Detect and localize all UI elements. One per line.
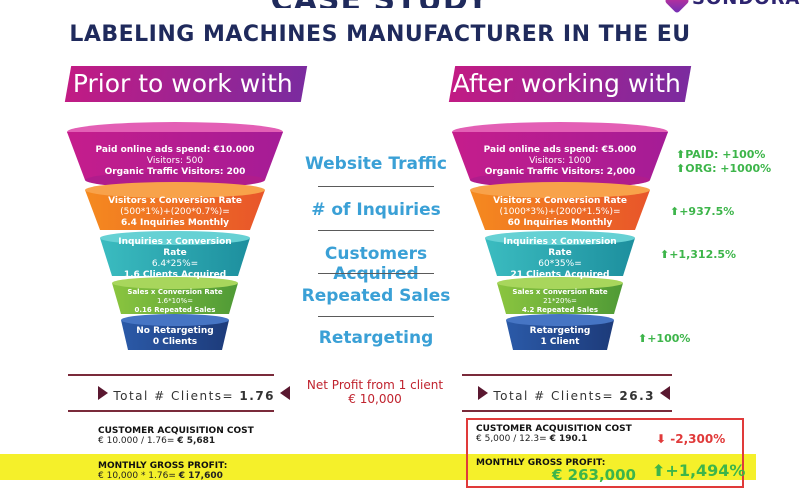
layer-title: Inquiries x Conversion Rate [118, 237, 232, 258]
layer-line: Visitors: 1000 [529, 155, 591, 166]
rule-left-top [68, 374, 274, 376]
gp-before-title: MONTHLY GROSS PROFIT: [98, 461, 228, 471]
cac-after-delta: ⬇ -2,300% [656, 432, 726, 446]
layer-title: Visitors x Conversion Rate [493, 195, 627, 206]
net-profit: Net Profit from 1 client € 10,000 [290, 378, 460, 406]
total-after-value: 26.3 [619, 389, 656, 403]
layer-line: 21 Clients Acquired [510, 270, 610, 280]
total-before: Total # Clients= 1.76 [98, 386, 291, 403]
delta-inquiries: ⬆+937.5% [670, 205, 735, 218]
cac-before-title: CUSTOMER ACQUISITION COST [98, 426, 254, 436]
triangle-right-icon [98, 386, 108, 400]
stage-website-traffic: Website Traffic [305, 154, 447, 174]
stage-inquiries: # of Inquiries [311, 200, 441, 220]
layer-line: 21*20%= [543, 296, 577, 305]
layer-line: Organic Traffic Visitors: 2,000 [484, 166, 636, 177]
cac-after-formula: € 5,000 / 12.3= € 190.1 [476, 434, 588, 444]
stage-repeated-sales: Repeated Sales [301, 286, 451, 306]
arrow-down-icon: ⬇ [656, 432, 667, 446]
cac-before-formula: € 10.000 / 1.76= € 5,681 [98, 436, 216, 446]
layer-title: Sales x Conversion Rate [512, 287, 608, 296]
arrow-up-icon: ⬆ [676, 148, 686, 161]
layer-line: (500*1%)+(200*0.7%)= [120, 206, 230, 217]
arrow-up-icon: ⬆ [652, 461, 666, 480]
total-after: Total # Clients= 26.3 [478, 386, 671, 403]
layer-line: 4.2 Repeated Sales [521, 305, 599, 314]
layer-title: No Retargeting [136, 326, 214, 336]
funnel-after-retarget: Retargeting 1 Client [513, 324, 607, 350]
gp-after-value: € 263,000 [552, 466, 636, 484]
layer-line: 1.6 Clients Acquired [123, 270, 227, 280]
gp-before-formula: € 10,000 * 1.76= € 17,600 [98, 471, 223, 481]
total-before-label: Total # Clients= [113, 389, 235, 403]
gross-profit-highlight [0, 454, 756, 480]
total-before-value: 1.76 [239, 389, 276, 403]
stage-customers: Customers Acquired [324, 244, 428, 284]
layer-title: Inquiries x Conversion Rate [503, 237, 617, 258]
stage-divider [318, 273, 434, 274]
gp-after: MONTHLY GROSS PROFIT: € 263,000 [476, 458, 636, 484]
layer-title: Paid online ads spend: €10.000 [95, 144, 255, 155]
cac-after-title: CUSTOMER ACQUISITION COST [476, 424, 632, 434]
layer-line: 0 Clients [152, 337, 198, 347]
triangle-left-icon [660, 386, 671, 400]
net-profit-label: Net Profit from 1 client [306, 378, 444, 392]
cac-before: CUSTOMER ACQUISITION COST € 10.000 / 1.7… [98, 426, 254, 446]
rule-right-top [462, 374, 672, 376]
arrow-up-icon: ⬆ [660, 248, 670, 261]
delta-clients: ⬆+1,312.5% [660, 248, 737, 261]
total-after-label: Total # Clients= [493, 389, 615, 403]
funnel-before-repeat: Sales x Conversion Rate 1.6*10%= 0.16 Re… [121, 286, 229, 316]
funnel-before-inquiries: Visitors x Conversion Rate (500*1%)+(200… [100, 194, 250, 230]
delta-org: ⬆ORG: +1000% [676, 162, 772, 175]
arrow-up-icon: ⬆ [670, 205, 680, 218]
layer-line: 60 Inquiries Monthly [507, 217, 613, 228]
gp-after-title: MONTHLY GROSS PROFIT: [476, 458, 606, 468]
layer-title: Retargeting [529, 326, 591, 336]
layer-title: Visitors x Conversion Rate [108, 195, 242, 206]
company-logo[interactable]: SONDORA [664, 0, 800, 16]
layer-line: 1 Client [540, 337, 580, 347]
layer-line: Visitors: 500 [146, 155, 204, 166]
layer-line: (1000*3%)+(2000*1.5%)= [499, 206, 621, 217]
funnel-before [67, 122, 283, 350]
stage-divider [318, 230, 434, 231]
funnel-after [452, 122, 668, 350]
stage-divider [318, 316, 434, 317]
funnel-before-clients: Inquiries x Conversion Rate 6.4*25%= 1.6… [112, 237, 238, 280]
net-profit-value: € 10,000 [348, 392, 402, 406]
funnel-after-repeat: Sales x Conversion Rate 21*20%= 4.2 Repe… [506, 286, 614, 316]
gp-after-delta: ⬆+1,494% [652, 461, 746, 480]
page-title: CASE STUDY [0, 0, 760, 8]
stage-divider [318, 186, 434, 187]
rule-left-bottom [68, 410, 274, 412]
cac-after: CUSTOMER ACQUISITION COST € 5,000 / 12.3… [476, 424, 632, 444]
funnel-before-traffic: Paid online ads spend: €10.000 Visitors:… [85, 142, 265, 180]
layer-line: 60*35%= [538, 259, 582, 269]
layer-line: 6.4 Inquiries Monthly [120, 217, 230, 228]
triangle-left-icon [280, 386, 291, 400]
rule-right-bottom [462, 410, 672, 412]
layer-title: Paid online ads spend: €5.000 [483, 144, 637, 155]
layer-line: 0.16 Repeated Sales [134, 305, 216, 314]
logo-text: SONDORA [692, 0, 800, 9]
funnel-after-clients: Inquiries x Conversion Rate 60*35%= 21 C… [497, 237, 623, 280]
page-subtitle: LABELING MACHINES MANUFACTURER IN THE EU [69, 22, 691, 47]
layer-line: Organic Traffic Visitors: 200 [104, 166, 246, 177]
gp-before: MONTHLY GROSS PROFIT: € 10,000 * 1.76= €… [98, 461, 227, 481]
layer-line: 6.4*25%= [151, 259, 199, 269]
delta-paid: ⬆PAID: +100% [676, 148, 766, 161]
arrow-up-icon: ⬆ [638, 332, 648, 345]
funnel-after-inquiries: Visitors x Conversion Rate (1000*3%)+(20… [485, 194, 635, 230]
funnel-after-traffic: Paid online ads spend: €5.000 Visitors: … [470, 142, 650, 180]
layer-line: 1.6*10%= [156, 296, 194, 305]
layer-title: Sales x Conversion Rate [127, 287, 223, 296]
funnel-before-retarget: No Retargeting 0 Clients [128, 324, 222, 350]
stage-retargeting: Retargeting [318, 328, 434, 348]
arrow-up-icon: ⬆ [676, 162, 686, 175]
triangle-right-icon [478, 386, 488, 400]
delta-retargeting: ⬆+100% [638, 332, 691, 345]
